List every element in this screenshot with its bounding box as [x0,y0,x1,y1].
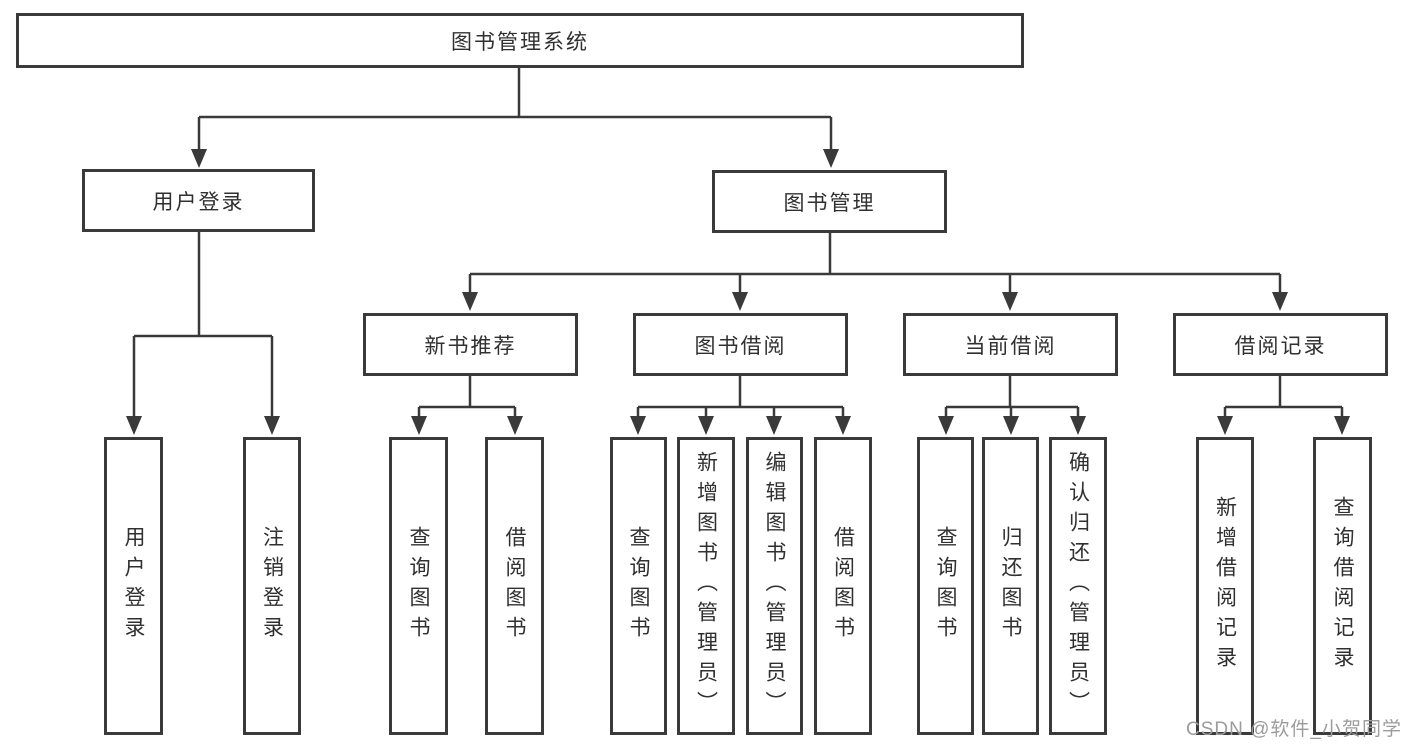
node-new-book-recommend-label: 新书推荐 [424,334,517,358]
leaf-logout: 注销登录 [243,437,301,735]
leaf-query-books-current-label: 查询图书 [934,526,958,646]
node-borrow-records: 借阅记录 [1173,313,1388,376]
node-borrow-records-label: 借阅记录 [1234,334,1327,358]
leaf-borrow-books-recommend-label: 借阅图书 [503,526,527,646]
leaf-return-books-label: 归还图书 [999,526,1023,646]
node-book-management-label: 图书管理 [783,191,876,215]
csdn-watermark: CSDN @软件_小贺同学 [1186,719,1402,740]
leaf-query-borrow-record-label: 查询借阅记录 [1331,496,1355,676]
leaf-add-books-admin-label: 新增图书（管理员） [694,451,718,721]
node-book-management: 图书管理 [712,170,947,233]
leaf-add-borrow-record: 新增借阅记录 [1196,437,1254,735]
leaf-query-books-borrow: 查询图书 [610,437,667,735]
leaf-add-borrow-record-label: 新增借阅记录 [1213,496,1237,676]
node-root-system: 图书管理系统 [16,13,1024,68]
leaf-borrow-books-recommend: 借阅图书 [485,437,544,735]
leaf-confirm-return-admin: 确认归还（管理员） [1049,437,1107,735]
leaf-edit-books-admin: 编辑图书（管理员） [746,437,803,735]
leaf-query-books-current: 查询图书 [917,437,974,735]
node-root-system-label: 图书管理系统 [451,30,589,54]
leaf-query-books-recommend: 查询图书 [389,437,448,735]
leaf-edit-books-admin-label: 编辑图书（管理员） [763,451,787,721]
leaf-query-books-borrow-label: 查询图书 [627,526,651,646]
leaf-return-books: 归还图书 [982,437,1039,735]
leaf-borrow-books-label: 借阅图书 [831,526,855,646]
leaf-user-login: 用户登录 [104,437,163,735]
node-current-borrow: 当前借阅 [903,313,1118,376]
leaf-query-books-recommend-label: 查询图书 [407,526,431,646]
node-user-login: 用户登录 [82,169,315,232]
leaf-query-borrow-record: 查询借阅记录 [1313,437,1372,735]
node-book-borrow: 图书借阅 [633,313,848,376]
leaf-borrow-books: 借阅图书 [814,437,872,735]
node-book-borrow-label: 图书借阅 [694,334,787,358]
leaf-confirm-return-admin-label: 确认归还（管理员） [1066,451,1090,721]
node-current-borrow-label: 当前借阅 [964,334,1057,358]
node-new-book-recommend: 新书推荐 [363,313,578,376]
leaf-logout-label: 注销登录 [260,526,284,646]
leaf-add-books-admin: 新增图书（管理员） [677,437,735,735]
leaf-user-login-label: 用户登录 [122,526,146,646]
arrowheads [126,149,1350,435]
node-user-login-label: 用户登录 [152,190,245,214]
